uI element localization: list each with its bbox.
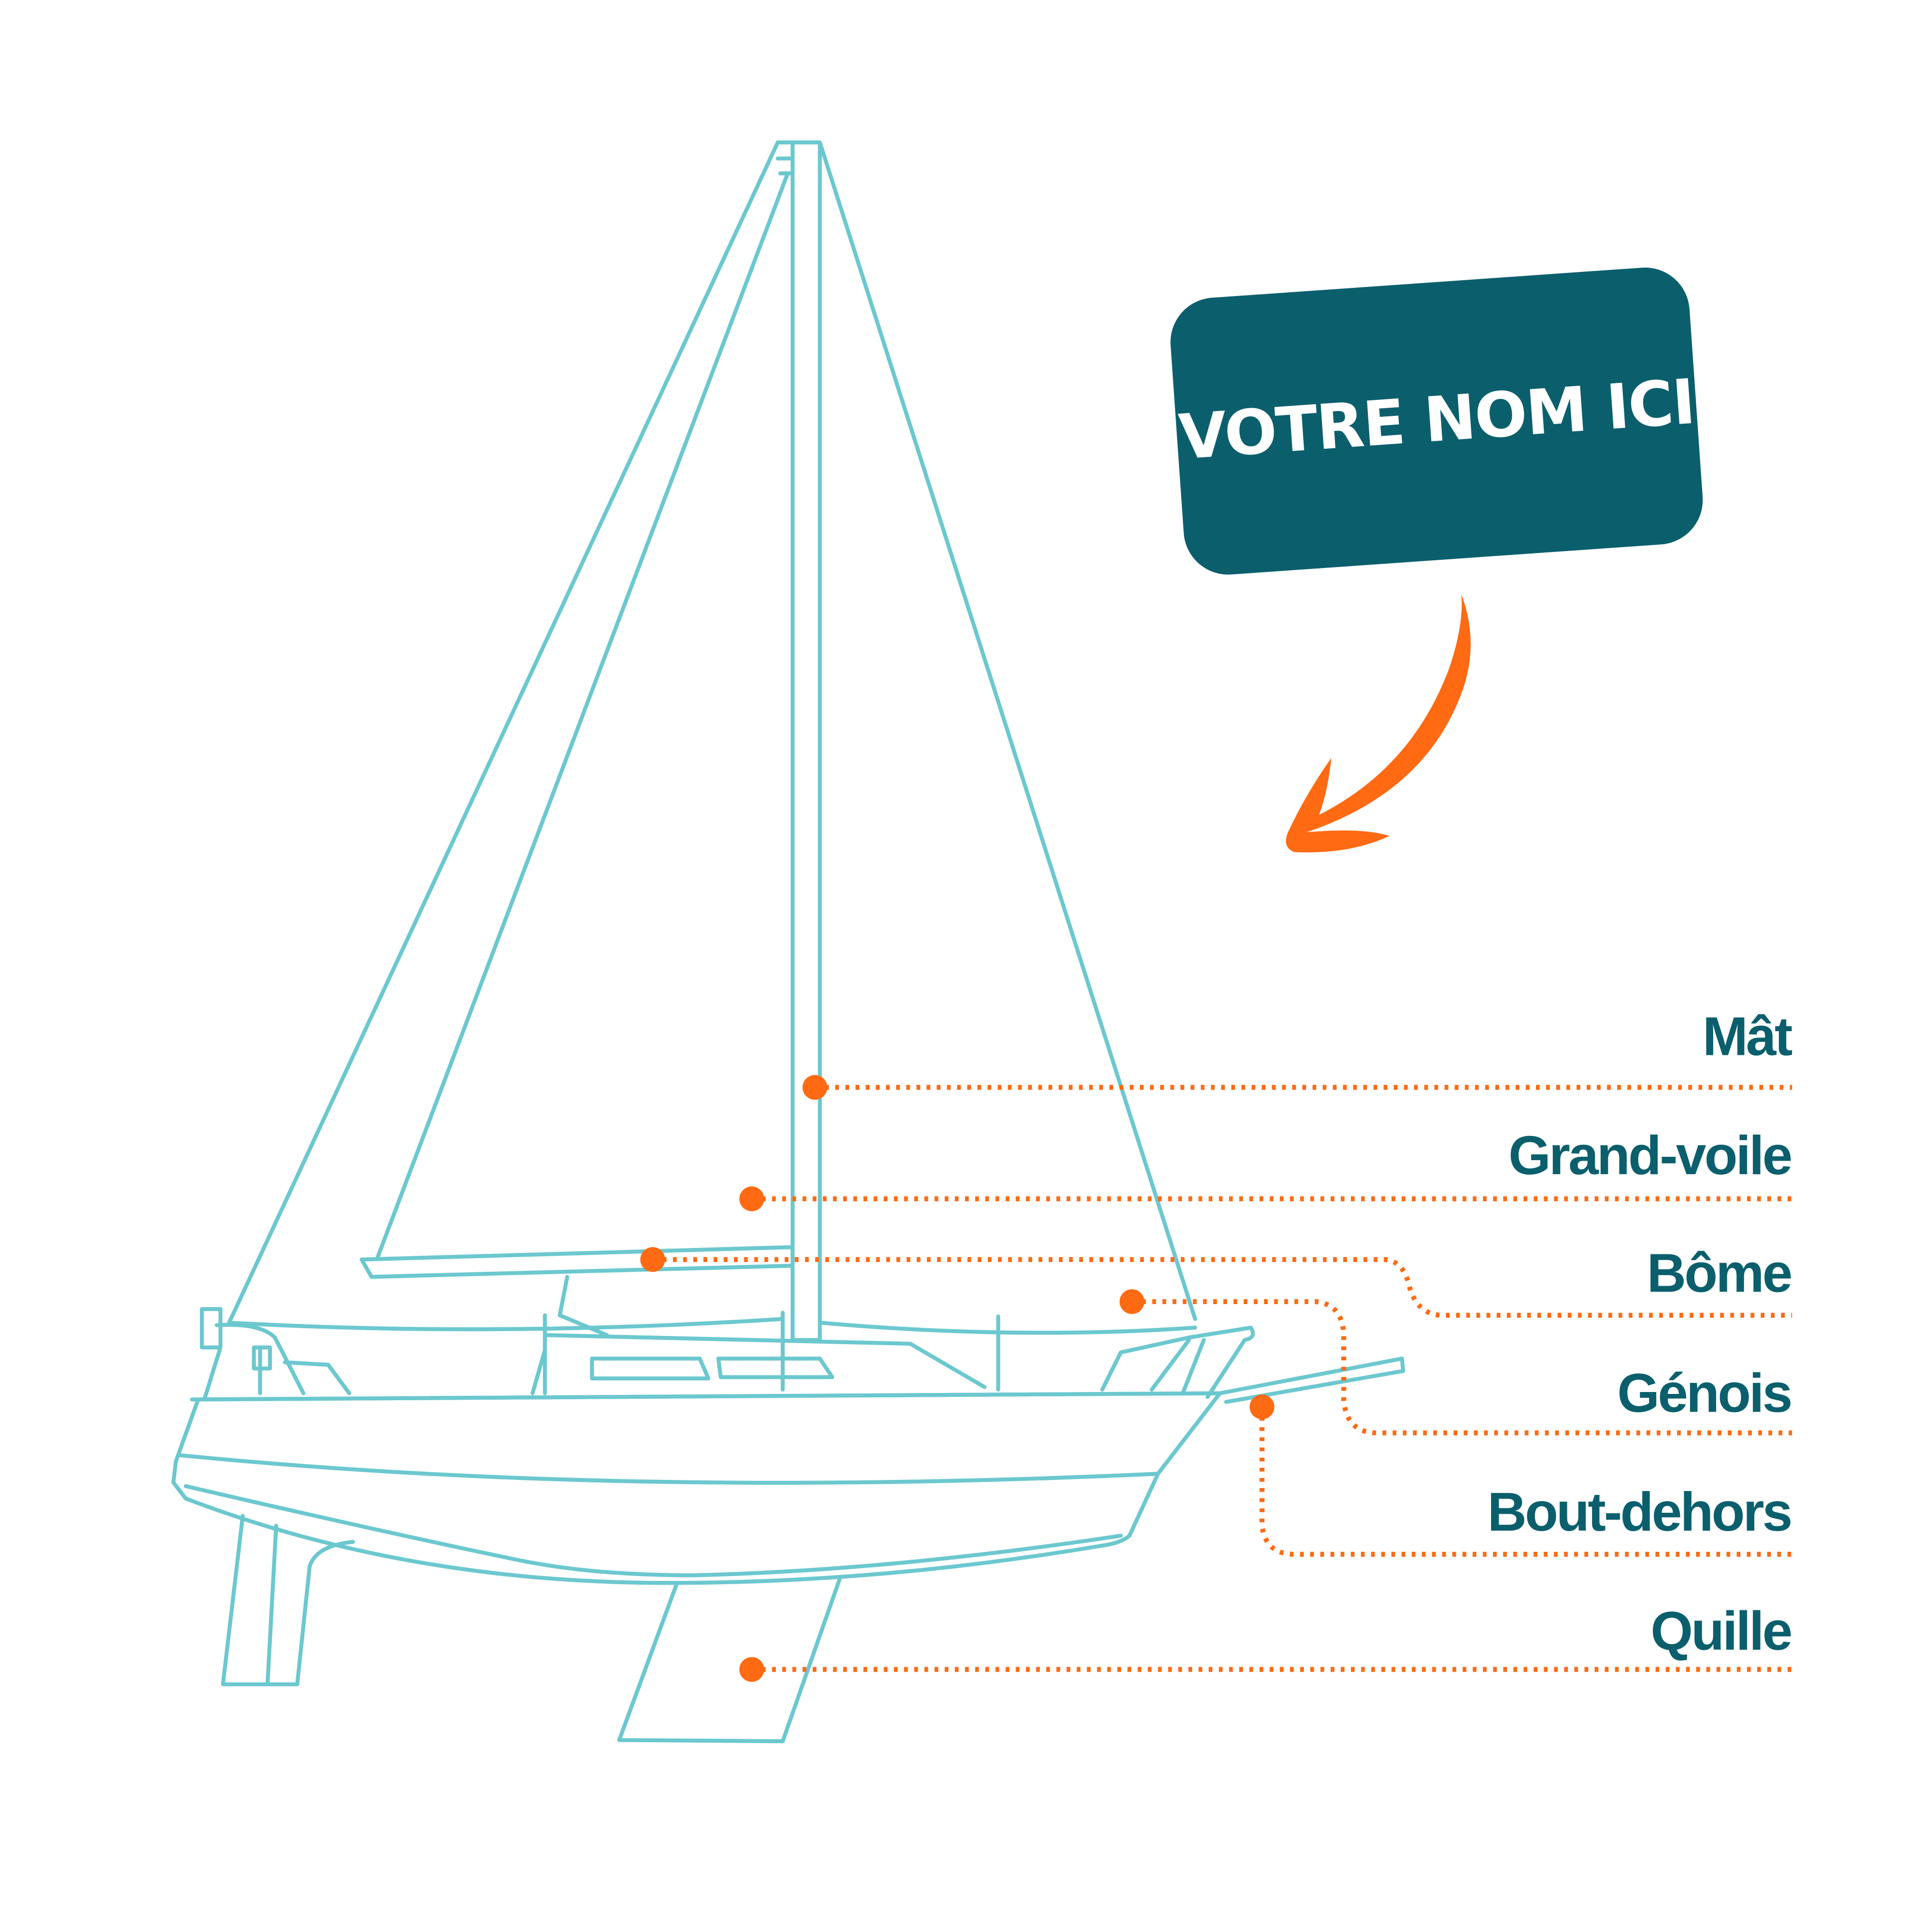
part-labels: Mât Grand-voile Bôme Génois Bout-dehors … (1487, 1006, 1794, 1662)
label-grand-voile: Grand-voile (1508, 1125, 1791, 1186)
keel (617, 1577, 842, 1744)
label-mat: Mât (1703, 1006, 1792, 1067)
mainsail-marker (739, 1186, 765, 1211)
keel-marker (739, 1657, 765, 1682)
boom-marker (640, 1247, 665, 1272)
label-bout-dehors: Bout-dehors (1487, 1481, 1790, 1542)
label-quille: Quille (1650, 1600, 1790, 1661)
genoa-marker (1119, 1289, 1145, 1314)
forestay (818, 140, 1197, 1321)
mast (790, 140, 822, 1342)
bowsprit (1218, 1356, 1406, 1404)
label-genois: Génois (1617, 1363, 1790, 1423)
name-tag-background (1170, 267, 1703, 575)
name-tag[interactable]: VOTRE NOM ICI (1167, 265, 1705, 578)
mainsail (227, 140, 790, 1325)
leader-lines (640, 1075, 1792, 1682)
bowsprit-marker (1250, 1394, 1275, 1420)
curved-arrow-icon (1286, 594, 1471, 852)
label-bome: Bôme (1647, 1242, 1791, 1303)
boom (359, 1245, 795, 1279)
mast-marker (802, 1075, 827, 1100)
hull (171, 1391, 1222, 1585)
sailboat-illustration (171, 140, 1406, 1744)
rudder (221, 1514, 355, 1687)
